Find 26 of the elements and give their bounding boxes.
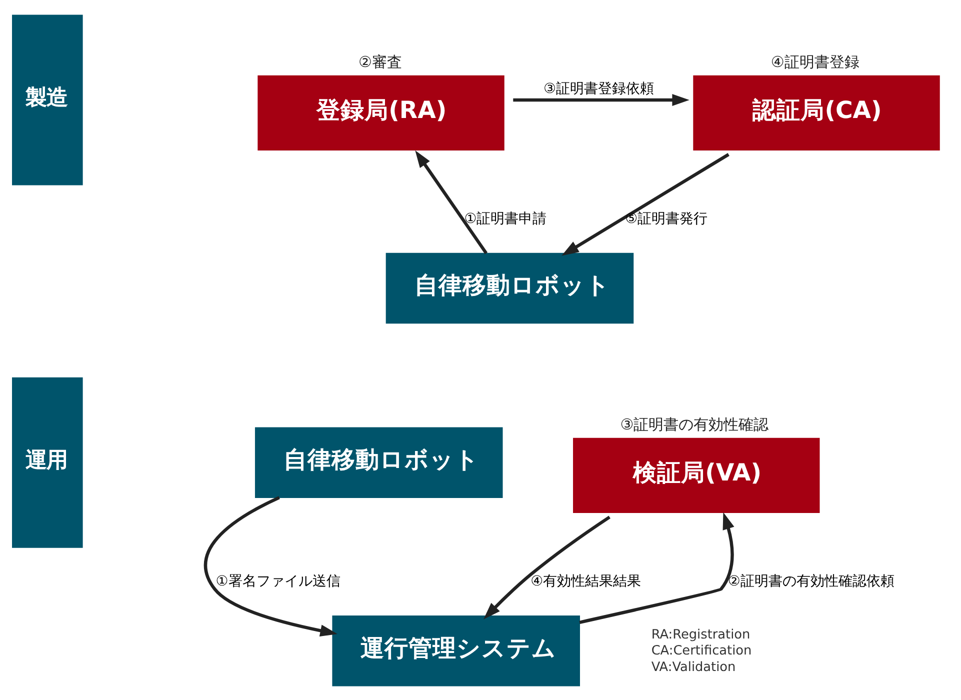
node-box: 製造	[12, 14, 83, 185]
edge-label: ⑤証明書発行	[625, 210, 708, 226]
node-box: 運用	[12, 376, 83, 548]
arrow	[513, 94, 690, 106]
node-box: 登録局(RA)	[258, 74, 504, 150]
arrow	[579, 512, 734, 624]
node-label: ④証明書登録	[770, 52, 860, 70]
node-box: 自律移動ロボット	[254, 426, 503, 498]
node-box: 運行管理システム	[332, 614, 580, 686]
node-box: 検証局(VA)	[573, 437, 820, 512]
edge-label: ①署名ファイル送信	[216, 572, 340, 589]
node-box: 自律移動ロボット	[386, 252, 634, 324]
node-label: ②審査	[358, 52, 402, 70]
node-label: ③証明書の有効性確認	[620, 415, 769, 434]
arrow	[204, 496, 338, 636]
arrow	[484, 515, 610, 619]
edge-label: ③証明書登録依頼	[544, 80, 654, 96]
label: VA:Validation	[651, 659, 736, 674]
label: RA:Registration	[651, 627, 750, 642]
edge-label: ④有効性結果結果	[530, 572, 642, 589]
arrow	[415, 150, 488, 254]
edge-label: ②証明書の有効性確認依頼	[728, 572, 894, 589]
edge-label: ①証明書申請	[464, 210, 547, 226]
label: CA:Certification	[651, 643, 752, 658]
arrow	[562, 152, 730, 256]
node-box: 認証局(CA)	[693, 74, 940, 150]
